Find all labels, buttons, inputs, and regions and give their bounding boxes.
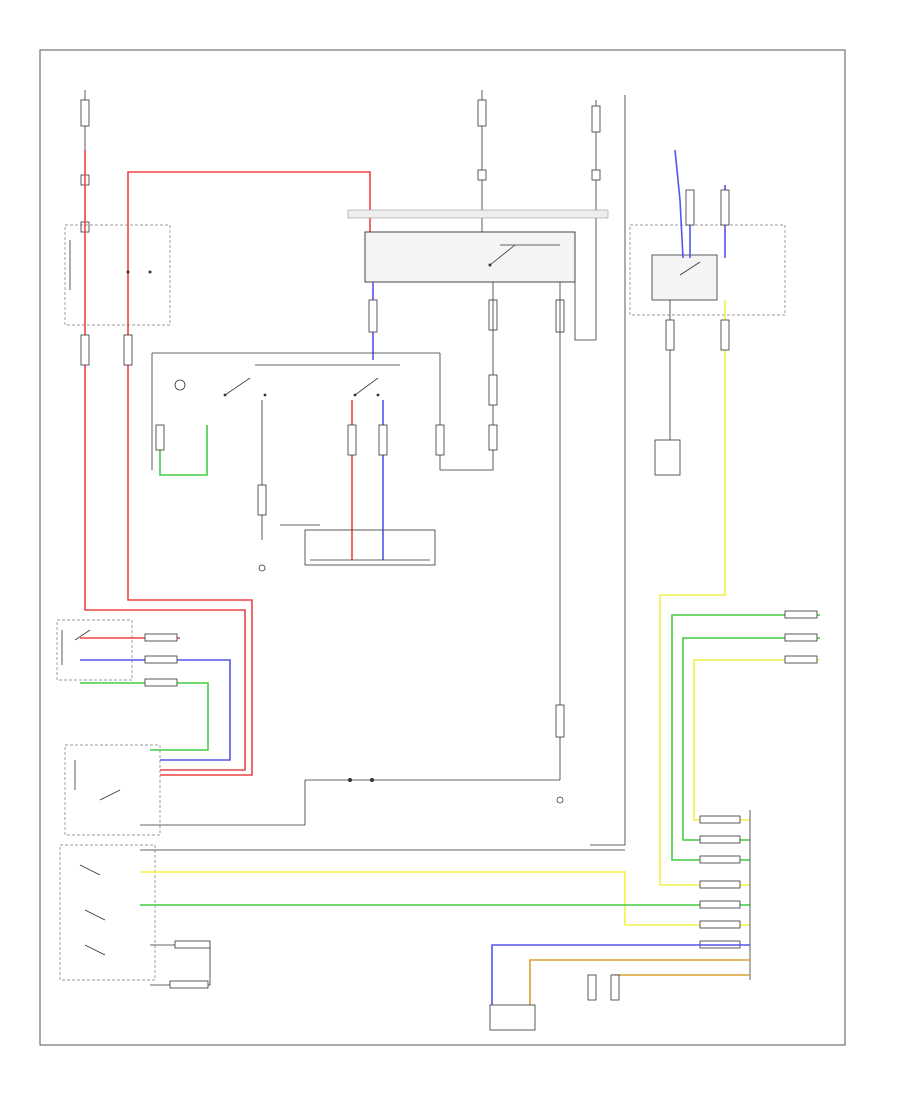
connector-t2 [610, 974, 620, 1001]
wire-blue-bottom [491, 944, 750, 1005]
right-relay [629, 224, 786, 316]
wire-red-top [127, 171, 371, 330]
connector-h1 [144, 633, 178, 642]
connector-r5 [784, 610, 818, 619]
wire-green-h3 [80, 682, 209, 751]
connector-c1 [368, 299, 378, 333]
diode-box [654, 439, 681, 476]
connector-s3 [378, 424, 388, 456]
connector-l1 [80, 334, 90, 366]
relay-left [64, 224, 171, 326]
wire-green-right-2 [682, 637, 820, 841]
connector-r6 [784, 633, 818, 642]
connector-s2 [347, 424, 357, 456]
wire-yellow-right-2 [693, 659, 820, 821]
diagram-frame [39, 49, 846, 1046]
wire-red-left [84, 150, 246, 771]
control-unit-terminals [699, 810, 751, 980]
wire-black-b4 [150, 944, 211, 986]
power-feed-right [591, 95, 626, 845]
connector-h2 [144, 655, 178, 664]
wire-yellow-b2 [140, 871, 750, 926]
connector-s4 [435, 424, 445, 456]
connector-h3 [144, 678, 178, 687]
connector-s1 [155, 424, 165, 451]
connector-c4 [555, 704, 565, 738]
connector-r1 [685, 189, 695, 226]
headlight-switch-cluster [56, 619, 133, 681]
connector-b1 [174, 940, 211, 949]
connector-b2 [169, 980, 209, 989]
connector-l2 [123, 334, 133, 366]
connector-t1 [587, 974, 597, 1001]
multi-switch-block [59, 844, 156, 981]
lower-left-switch [64, 744, 564, 836]
connector-c6 [488, 424, 498, 451]
connector-r7 [784, 655, 818, 664]
connector-r3 [665, 319, 675, 351]
switch-bus [151, 352, 441, 470]
wire-orange-bottom-1 [529, 959, 750, 1005]
wire-blue-right-1 [674, 149, 684, 259]
wire-green-switch [159, 425, 208, 476]
center-module [347, 209, 609, 283]
connector-c5 [488, 374, 498, 406]
switch-lower-block [257, 400, 436, 572]
wire-yellow-right [659, 300, 750, 886]
resistor-box [489, 1004, 536, 1031]
connector-r2 [720, 189, 730, 226]
wire-black-c2 [440, 282, 494, 471]
wire-red-feed [127, 330, 253, 776]
wire-orange-bottom-2 [614, 974, 750, 1000]
wire-black-right-loop [574, 282, 596, 341]
connector-r4 [720, 319, 730, 351]
